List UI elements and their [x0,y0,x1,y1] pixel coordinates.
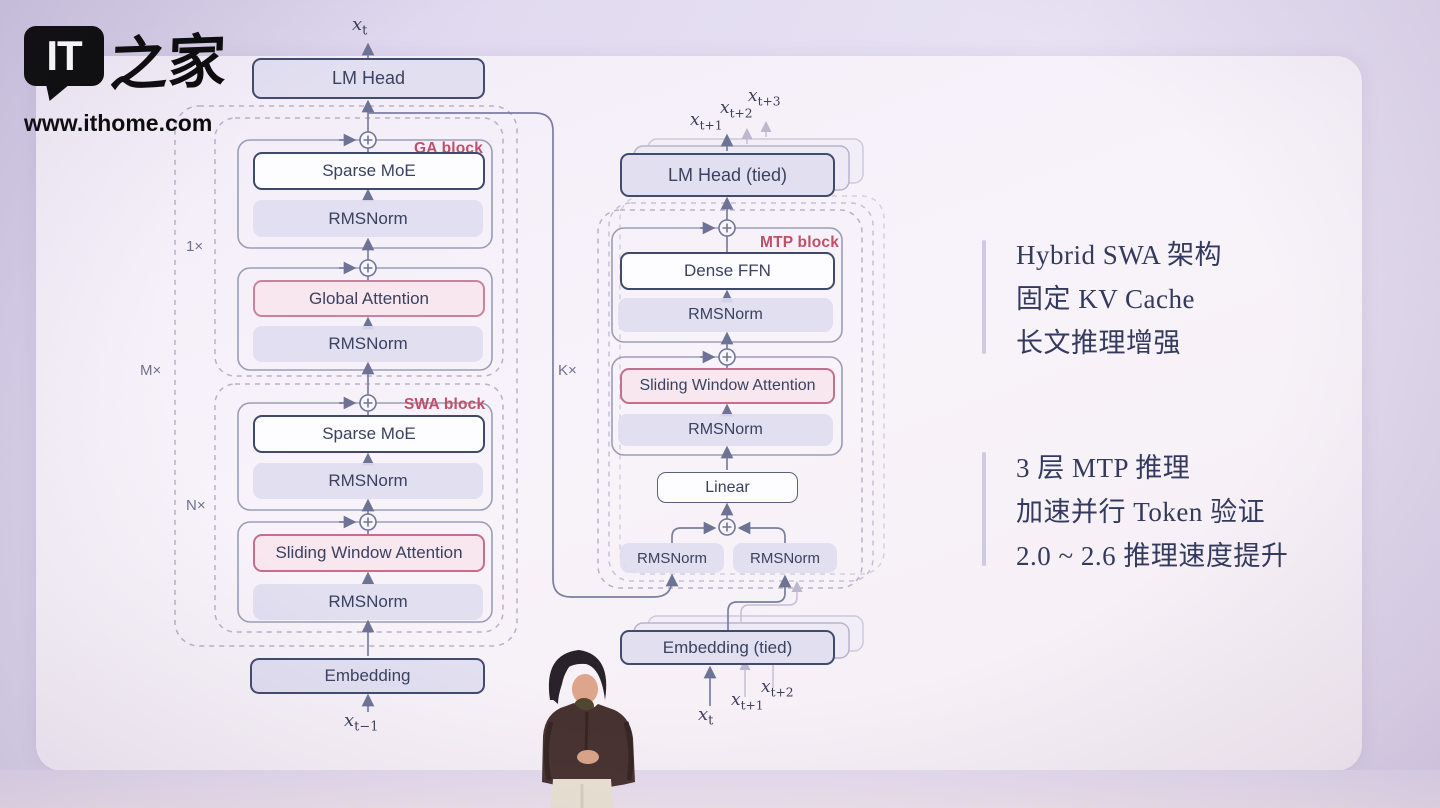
multiplier-kx: K× [558,362,577,379]
rmsnorm-box: RMSNorm [253,584,483,620]
input-label-xt: xt [698,704,714,729]
rmsnorm-box: RMSNorm [618,414,833,446]
rmsnorm-box: RMSNorm [253,200,483,237]
multiplier-mx: M× [140,362,162,379]
dense-ffn-label: Dense FFN [684,261,771,280]
linear-box: Linear [657,472,798,503]
linear-label: Linear [705,478,750,496]
input-label-xt1: xt+1 [731,690,764,713]
rmsnorm-label: RMSNorm [688,421,763,438]
note-block-2: 3 层 MTP 推理 加速并行 Token 验证 2.0 ~ 2.6 推理速度提… [1016,446,1288,578]
rmsnorm-box: RMSNorm [618,298,833,332]
wires [339,42,792,712]
note-block-1: Hybrid SWA 架构 固定 KV Cache 长文推理增强 [1016,233,1222,365]
sparse-moe-box: Sparse MoE [253,152,485,190]
input-label-xt-1: xt−1 [344,710,379,735]
sparse-moe-box: Sparse MoE [253,415,485,453]
dense-ffn-box: Dense FFN [620,252,835,290]
swa-label: Sliding Window Attention [639,377,816,394]
rmsnorm-box: RMSNorm [253,463,483,499]
swa-label: Sliding Window Attention [275,543,463,562]
embedding-tied-label: Embedding (tied) [662,637,793,657]
ghost-wires [739,120,803,697]
rmsnorm-box: RMSNorm [733,543,837,573]
stage-floor [0,770,1440,808]
sparse-moe-label: Sparse MoE [322,424,416,443]
note2-line1: 3 层 MTP 推理 [1016,453,1191,483]
embedding-tied-box: Embedding (tied) [620,630,835,665]
sparse-moe-label: Sparse MoE [322,161,416,180]
note2-line3: 2.0 ~ 2.6 推理速度提升 [1016,541,1289,571]
multiplier-1x: 1× [186,238,204,255]
left-dashed-groups [174,105,518,647]
embedding-label: Embedding [324,666,411,685]
note1-line1: Hybrid SWA 架构 [1016,240,1223,270]
rmsnorm-label: RMSNorm [328,334,408,353]
note1-divider [982,240,986,354]
output-label-xt1: xt+1 [690,110,723,133]
note2-line2: 加速并行 Token 验证 [1016,497,1266,527]
rmsnorm-label: RMSNorm [750,549,820,567]
rmsnorm-box: RMSNorm [620,543,724,573]
rmsnorm-label: RMSNorm [688,306,763,323]
rmsnorm-label: RMSNorm [328,208,408,228]
note1-line2: 固定 KV Cache [1016,284,1195,314]
global-attention-label: Global Attention [308,288,430,308]
output-label-xt2: xt+2 [720,98,753,121]
ithome-logo-cn: 之家 [108,28,227,99]
lm-head-label: LM Head [331,68,406,88]
input-label-xt2: xt+2 [761,677,794,700]
site-url-watermark: www.ithome.com [24,110,213,136]
sliding-window-attention-box: Sliding Window Attention [253,534,485,572]
note1-line3: 长文推理增强 [1016,328,1181,358]
embedding-box: Embedding [250,658,485,694]
residual-add-nodes [359,131,736,536]
global-attention-box: Global Attention [253,280,485,317]
multiplier-nx: N× [186,497,206,514]
rmsnorm-label: RMSNorm [328,592,408,611]
swa-block-tag: SWA block [404,396,486,413]
rmsnorm-label: RMSNorm [328,471,408,490]
rmsnorm-label: RMSNorm [637,549,707,567]
output-label-xt-left: xt [352,14,368,39]
lm-head-tied-label: LM Head (tied) [667,164,788,185]
ithome-logo-text: IT [46,32,82,79]
lm-head-box: LM Head [252,58,485,99]
mtp-block-tag: MTP block [760,234,840,251]
rmsnorm-box: RMSNorm [253,326,483,362]
presenter [542,650,635,808]
output-label-xt3: xt+3 [748,86,781,109]
note2-divider [982,452,986,566]
lm-head-tied-box: LM Head (tied) [620,153,835,197]
sliding-window-attention-box: Sliding Window Attention [620,368,835,404]
ithome-logo-bubble: IT [24,26,104,86]
